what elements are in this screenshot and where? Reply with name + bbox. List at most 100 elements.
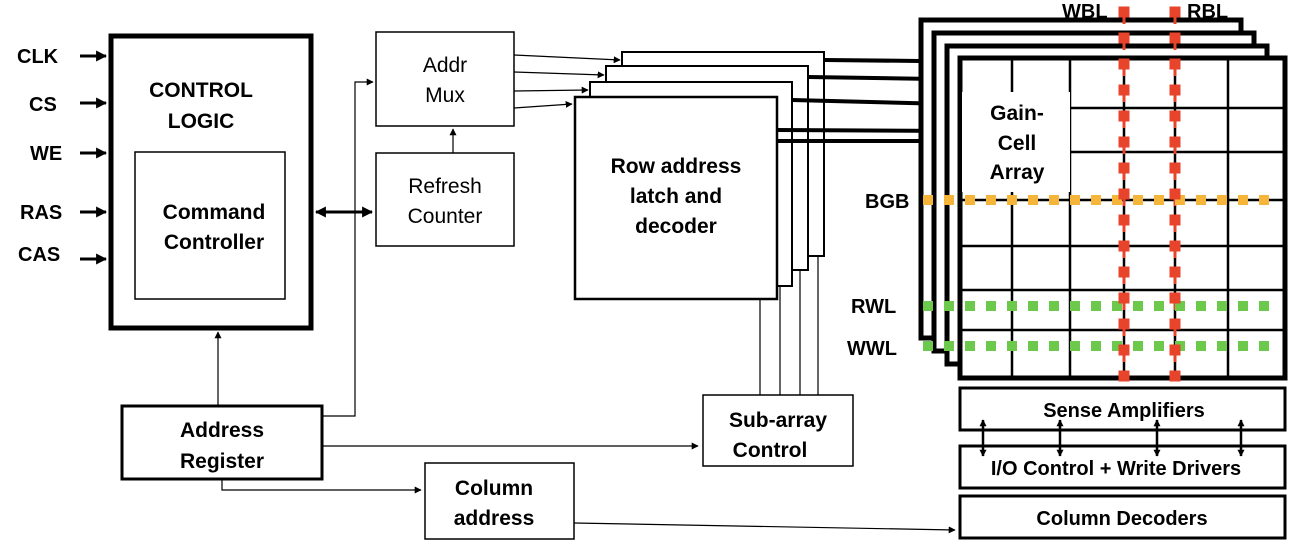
bitline-dot [1169, 214, 1181, 226]
row-decoder-line1: Row address [611, 155, 742, 178]
rwl-wordline-dot [1091, 301, 1101, 311]
bitline-dot [1118, 188, 1130, 200]
wwl-wordline-dot [1238, 341, 1248, 351]
bitline-dot [1169, 6, 1181, 18]
bitline-dot [1118, 6, 1130, 18]
rwl-wordline-dot [923, 301, 933, 311]
decoder-subarray-links [759, 256, 819, 395]
refresh-counter-line2: Counter [408, 205, 483, 228]
io-control-block: I/O Control + Write Drivers [958, 444, 1287, 490]
signal-dots [923, 6, 1269, 382]
bitline-dot [1169, 344, 1181, 356]
addr-mux-line1: Addr [423, 54, 467, 77]
row-decoder-line3: decoder [635, 215, 717, 238]
bgb-wordline-dot [965, 195, 975, 205]
bgb-wordline-dot [1070, 195, 1080, 205]
control-logic-block: CONTROL LOGIC Command Controller [108, 33, 314, 331]
rwl-wordline-dot [1133, 301, 1143, 311]
bgb-wordline-dot [1217, 195, 1227, 205]
bitline-dot [1169, 58, 1181, 70]
rwl-wordline-dot [965, 301, 975, 311]
array-label-bg [962, 92, 1070, 192]
bitline-dot [1169, 318, 1181, 330]
rwl-wordline-dot [1175, 301, 1185, 311]
register-to-mux-arrow [322, 78, 374, 417]
wwl-wordline-dot [923, 341, 933, 351]
command-controller-line2: Controller [164, 231, 264, 254]
array-label-line3: Array [990, 161, 1045, 184]
clk-label: CLK [17, 46, 59, 68]
cs-label: CS [29, 94, 57, 116]
bgb-wordline-dot [1259, 195, 1269, 205]
bgb-wordline-dot [1154, 195, 1164, 205]
bitline-dot [1118, 344, 1130, 356]
sense-amplifiers-label: Sense Amplifiers [1043, 400, 1205, 422]
bgb-wordline-dot [1007, 195, 1017, 205]
rwl-wordline-dot [1154, 301, 1164, 311]
refresh-counter-block: Refresh Counter [375, 152, 515, 247]
address-register-line1: Address [180, 419, 264, 442]
bgb-wordline-dot [1091, 195, 1101, 205]
column-address-line1: Column [455, 477, 533, 500]
refresh-counter-line1: Refresh [408, 175, 482, 198]
addr-mux-block: Addr Mux [375, 31, 515, 127]
row-decoder-block [573, 95, 779, 301]
wwl-wordline-dot [944, 341, 954, 351]
mux-output-arrows [513, 54, 621, 109]
column-address-block: Column address [424, 462, 575, 540]
wwl-wordline-dot [1007, 341, 1017, 351]
row-decoder-stack: Row address latch and decoder [573, 51, 825, 301]
wwl-wordline-dot [1091, 341, 1101, 351]
bgb-wordline-dot [1133, 195, 1143, 205]
bgb-wordline-dot [1196, 195, 1206, 205]
rwl-wordline-dot [1259, 301, 1269, 311]
row-decoder-line2: latch and [630, 185, 722, 208]
control-logic-title-line2: LOGIC [168, 110, 235, 133]
bgb-wordline-dot [923, 195, 933, 205]
bitline-dot [1169, 188, 1181, 200]
rwl-label: RWL [851, 296, 896, 318]
address-register-line2: Register [180, 450, 264, 473]
addr-mux-line2: Mux [425, 84, 465, 107]
bitline-dot [1169, 240, 1181, 252]
input-signals: CLK CS WE RAS CAS [17, 46, 108, 266]
bitline-dot [1169, 84, 1181, 96]
command-controller-line1: Command [163, 201, 266, 224]
bitline-dot [1169, 136, 1181, 148]
we-label: WE [30, 143, 62, 165]
bgb-label: BGB [865, 191, 909, 213]
bitline-dot [1118, 240, 1130, 252]
bitline-dot [1118, 318, 1130, 330]
rwl-wordline-dot [986, 301, 996, 311]
bitline-dot [1118, 84, 1130, 96]
bitline-dot [1118, 136, 1130, 148]
rwl-wordline-dot [944, 301, 954, 311]
rwl-wordline-dot [1196, 301, 1206, 311]
rwl-wordline-dot [1217, 301, 1227, 311]
wwl-wordline-dot [1154, 341, 1164, 351]
address-register-block: Address Register [120, 404, 324, 481]
wbl-label: WBL [1062, 1, 1108, 23]
bgb-wordline-dot [1049, 195, 1059, 205]
column-decoders-label: Column Decoders [1036, 508, 1207, 530]
wwl-wordline-dot [1049, 341, 1059, 351]
cas-label: CAS [18, 244, 60, 266]
rwl-wordline-dot [1049, 301, 1059, 311]
bitline-dot [1118, 370, 1130, 382]
wwl-label: WWL [847, 338, 897, 360]
rwl-wordline-dot [1112, 301, 1122, 311]
array-label-line2: Cell [998, 132, 1037, 155]
column-decoders-block: Column Decoders [958, 494, 1287, 540]
bgb-wordline-dot [1175, 195, 1185, 205]
wwl-wordline-dot [1028, 341, 1038, 351]
bgb-wordline-dot [1238, 195, 1248, 205]
wwl-wordline-dot [1196, 341, 1206, 351]
column-to-decoders-arrow [573, 522, 956, 534]
rbl-label: RBL [1187, 1, 1228, 23]
rwl-wordline-dot [1007, 301, 1017, 311]
wwl-wordline-dot [965, 341, 975, 351]
wwl-wordline-dot [1112, 341, 1122, 351]
sense-amplifiers-block: Sense Amplifiers [958, 386, 1287, 432]
io-control-label: I/O Control + Write Drivers [991, 458, 1241, 480]
